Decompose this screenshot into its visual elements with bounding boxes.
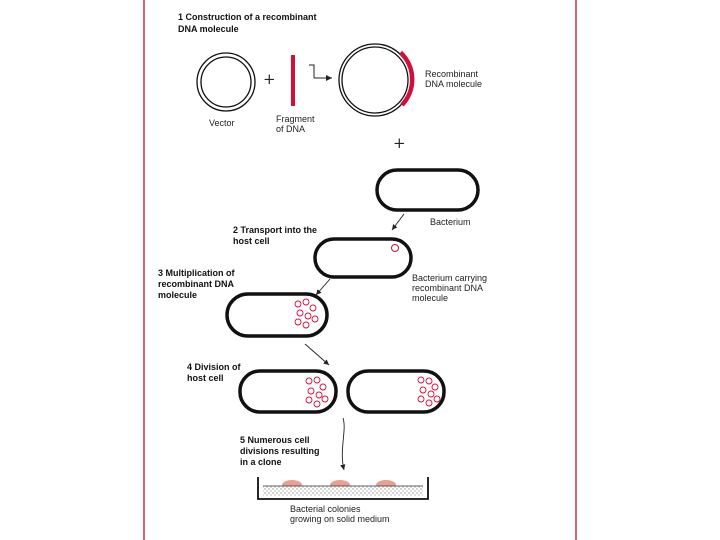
plasmid-cluster-step3 [294, 298, 319, 329]
daughter-cell-left [238, 369, 338, 414]
fragment-label-line2: of DNA [276, 124, 305, 134]
petri-dish [257, 477, 429, 500]
arrow-to-step5 [340, 417, 346, 471]
step3-title-line1: 3 Multiplication of [158, 268, 235, 278]
step2-title-line1: 2 Transport into the [233, 225, 317, 235]
host-cell-with-plasmid [313, 237, 413, 279]
plasmid-cluster-left [305, 376, 329, 408]
step3-title-line2: recombinant DNA [158, 279, 235, 289]
arrow-to-step4 [304, 343, 330, 366]
plus-sign: + [263, 70, 276, 88]
arrow-to-step2 [391, 213, 405, 231]
bacterium-label: Bacterium [430, 217, 471, 227]
single-recombinant-plasmid [391, 244, 399, 252]
colonies-label-line2: growing on solid medium [290, 514, 390, 524]
vector-label: Vector [209, 118, 235, 128]
step1-title-line2: DNA molecule [178, 24, 239, 34]
colonies-label-line1: Bacterial colonies [290, 504, 361, 514]
step5-title-line3: in a clone [240, 457, 282, 467]
reaction-arrow-bracket [309, 64, 332, 81]
daughter-cell-right [346, 369, 446, 414]
carrying-label-line3: molecule [412, 293, 448, 303]
host-cell-multiplied-plasmids [225, 292, 329, 338]
plus-sign-bacterium: + [393, 134, 406, 152]
step1-title-line1: 1 Construction of a recombinant [178, 12, 317, 22]
plasmid-cluster-right [417, 376, 441, 407]
fragment-label-line1: Fragment [276, 114, 315, 124]
carrying-label-line1: Bacterium carrying [412, 273, 487, 283]
recombinant-label-line1: Recombinant [425, 69, 479, 79]
bacterium-cell [375, 168, 480, 212]
step4-title-line2: host cell [187, 373, 224, 383]
recombinant-label-line2: DNA molecule [425, 79, 482, 89]
recombinant-dna-molecule [338, 43, 415, 117]
step5-title-line2: divisions resulting [240, 446, 320, 456]
step3-title-line3: molecule [158, 290, 197, 300]
carrying-label-line2: recombinant DNA [412, 283, 483, 293]
vector-plasmid [196, 52, 256, 112]
step4-title-line1: 4 Division of [187, 362, 242, 372]
step2-title-line2: host cell [233, 236, 270, 246]
arrow-to-step3 [315, 278, 331, 296]
step5-title-line1: 5 Numerous cell [240, 435, 310, 445]
